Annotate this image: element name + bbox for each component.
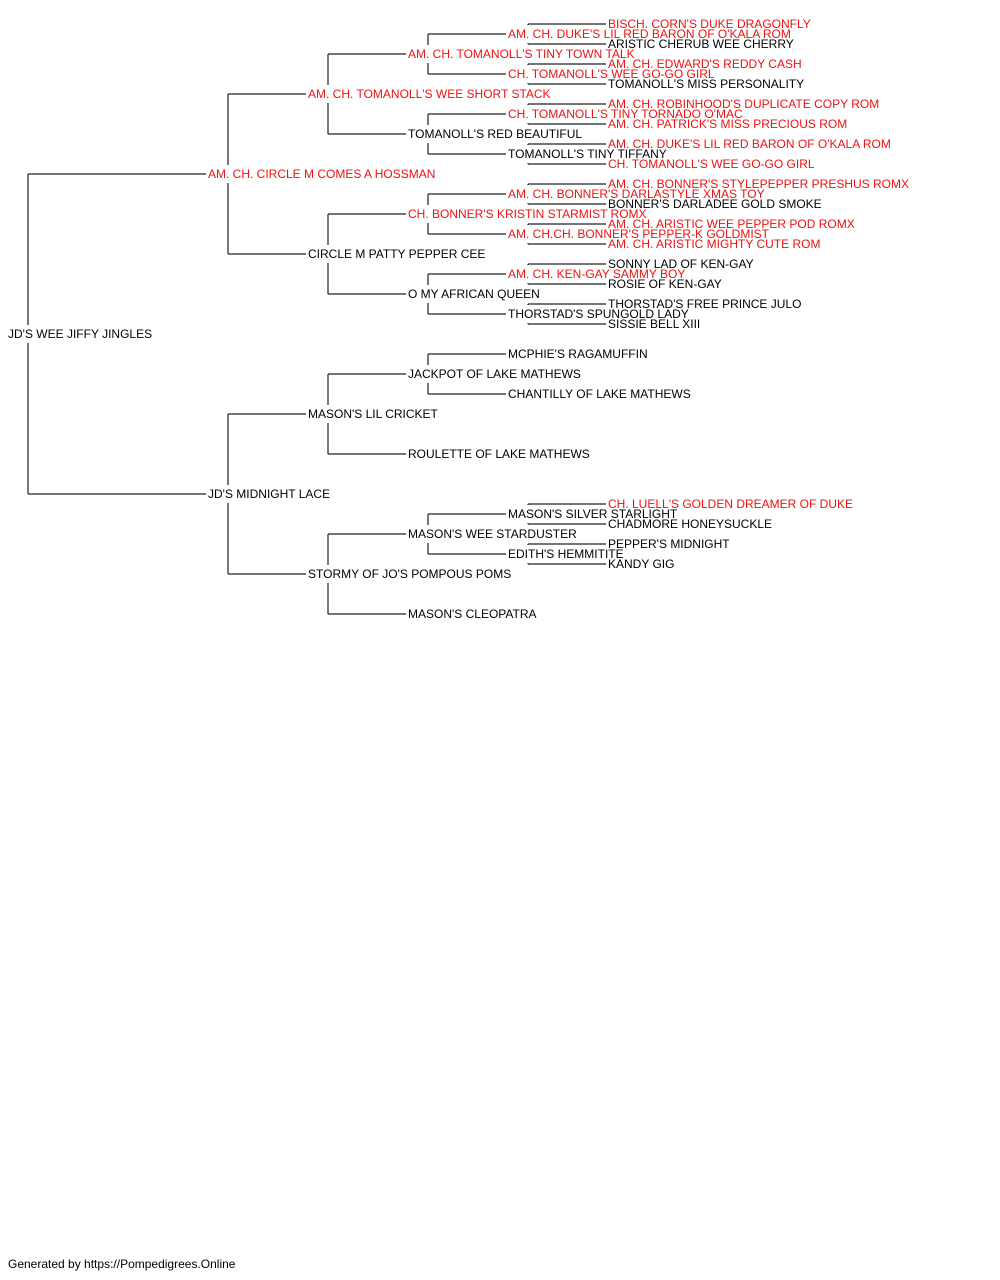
dog-name-gen-4: TOMANOLL'S TINY TIFFANY: [508, 147, 667, 161]
dog-name-gen-3: CH. BONNER'S KRISTIN STARMIST ROMX: [408, 207, 647, 221]
dog-name-gen-0: JD'S WEE JIFFY JINGLES: [8, 327, 152, 341]
dog-name-gen-5: AM. CH. DUKE'S LIL RED BARON OF O'KALA R…: [608, 137, 891, 151]
dog-name-gen-1: JD'S MIDNIGHT LACE: [208, 487, 330, 501]
dog-name-gen-3: MASON'S CLEOPATRA: [408, 607, 537, 621]
pedigree-tree: JD'S WEE JIFFY JINGLES AM. CH. CIRCLE M C…: [8, 17, 909, 621]
footer-credit: Generated by https://Pompedigrees.Online: [8, 1257, 236, 1271]
dog-name-gen-5: AM. CH. EDWARD'S REDDY CASH: [608, 57, 802, 71]
dog-name-gen-4: AM. CH. DUKE'S LIL RED BARON OF O'KALA R…: [508, 27, 791, 41]
dog-name-gen-2: CIRCLE M PATTY PEPPER CEE: [308, 247, 485, 261]
dog-name-gen-5: ROSIE OF KEN-GAY: [608, 277, 722, 291]
dog-name-gen-4: CH. TOMANOLL'S WEE GO-GO GIRL: [508, 67, 715, 81]
dog-name-gen-5: CHADMORE HONEYSUCKLE: [608, 517, 772, 531]
dog-name-gen-3: AM. CH. TOMANOLL'S TINY TOWN TALK: [408, 47, 635, 61]
dog-name-gen-5: PEPPER'S MIDNIGHT: [608, 537, 730, 551]
dog-name-gen-3: ROULETTE OF LAKE MATHEWS: [408, 447, 590, 461]
dog-name-gen-4: EDITH'S HEMMITITE: [508, 547, 624, 561]
pedigree-connector-lines: [27, 23, 606, 615]
dog-name-gen-5: AM. CH. PATRICK'S MISS PRECIOUS ROM: [608, 117, 847, 131]
dog-name-gen-3: TOMANOLL'S RED BEAUTIFUL: [408, 127, 582, 141]
dog-name-gen-5: TOMANOLL'S MISS PERSONALITY: [608, 77, 804, 91]
dog-name-gen-4: AM. CH. BONNER'S DARLASTYLE XMAS TOY: [508, 187, 765, 201]
dog-name-gen-5: BONNER'S DARLADEE GOLD SMOKE: [608, 197, 822, 211]
dog-name-gen-2: MASON'S LIL CRICKET: [308, 407, 439, 421]
dog-name-gen-5: THORSTAD'S FREE PRINCE JULO: [608, 297, 801, 311]
dog-name-gen-1: AM. CH. CIRCLE M COMES A HOSSMAN: [208, 167, 435, 181]
dog-name-gen-5: AM. CH. ARISTIC MIGHTY CUTE ROM: [608, 237, 820, 251]
dog-name-gen-5: AM. CH. ARISTIC WEE PEPPER POD ROMX: [608, 217, 855, 231]
dog-name-gen-4: THORSTAD'S SPUNGOLD LADY: [508, 307, 689, 321]
dog-name-gen-4: MCPHIE'S RAGAMUFFIN: [508, 347, 648, 361]
dog-name-gen-5: AM. CH. ROBINHOOD'S DUPLICATE COPY ROM: [608, 97, 879, 111]
dog-name-gen-5: ARISTIC CHERUB WEE CHERRY: [608, 37, 794, 51]
dog-name-gen-3: MASON'S WEE STARDUSTER: [408, 527, 577, 541]
dog-name-gen-5: AM. CH. BONNER'S STYLEPEPPER PRESHUS ROM…: [608, 177, 909, 191]
dog-name-gen-3: O MY AFRICAN QUEEN: [408, 287, 540, 301]
dog-name-gen-5: SISSIE BELL XIII: [608, 317, 700, 331]
dog-name-gen-5: BISCH. CORN'S DUKE DRAGONFLY: [608, 17, 811, 31]
dog-name-gen-5: KANDY GIG: [608, 557, 674, 571]
dog-name-gen-4: CH. TOMANOLL'S TINY TORNADO O'MAC: [508, 107, 743, 121]
dog-name-gen-3: JACKPOT OF LAKE MATHEWS: [408, 367, 581, 381]
dog-name-gen-4: AM. CH. KEN-GAY SAMMY BOY: [508, 267, 685, 281]
dog-name-gen-5: CH. TOMANOLL'S WEE GO-GO GIRL: [608, 157, 815, 171]
pedigree-labels: JD'S WEE JIFFY JINGLES AM. CH. CIRCLE M C…: [8, 17, 909, 621]
dog-name-gen-5: CH. LUELL'S GOLDEN DREAMER OF DUKE: [608, 497, 853, 511]
dog-name-gen-4: CHANTILLY OF LAKE MATHEWS: [508, 387, 691, 401]
dog-name-gen-4: MASON'S SILVER STARLIGHT: [508, 507, 678, 521]
dog-name-gen-2: AM. CH. TOMANOLL'S WEE SHORT STACK: [308, 87, 551, 101]
dog-name-gen-2: STORMY OF JO'S POMPOUS POMS: [308, 567, 511, 581]
dog-name-gen-5: SONNY LAD OF KEN-GAY: [608, 257, 754, 271]
dog-name-gen-4: AM. CH.CH. BONNER'S PEPPER-K GOLDMIST: [508, 227, 770, 241]
